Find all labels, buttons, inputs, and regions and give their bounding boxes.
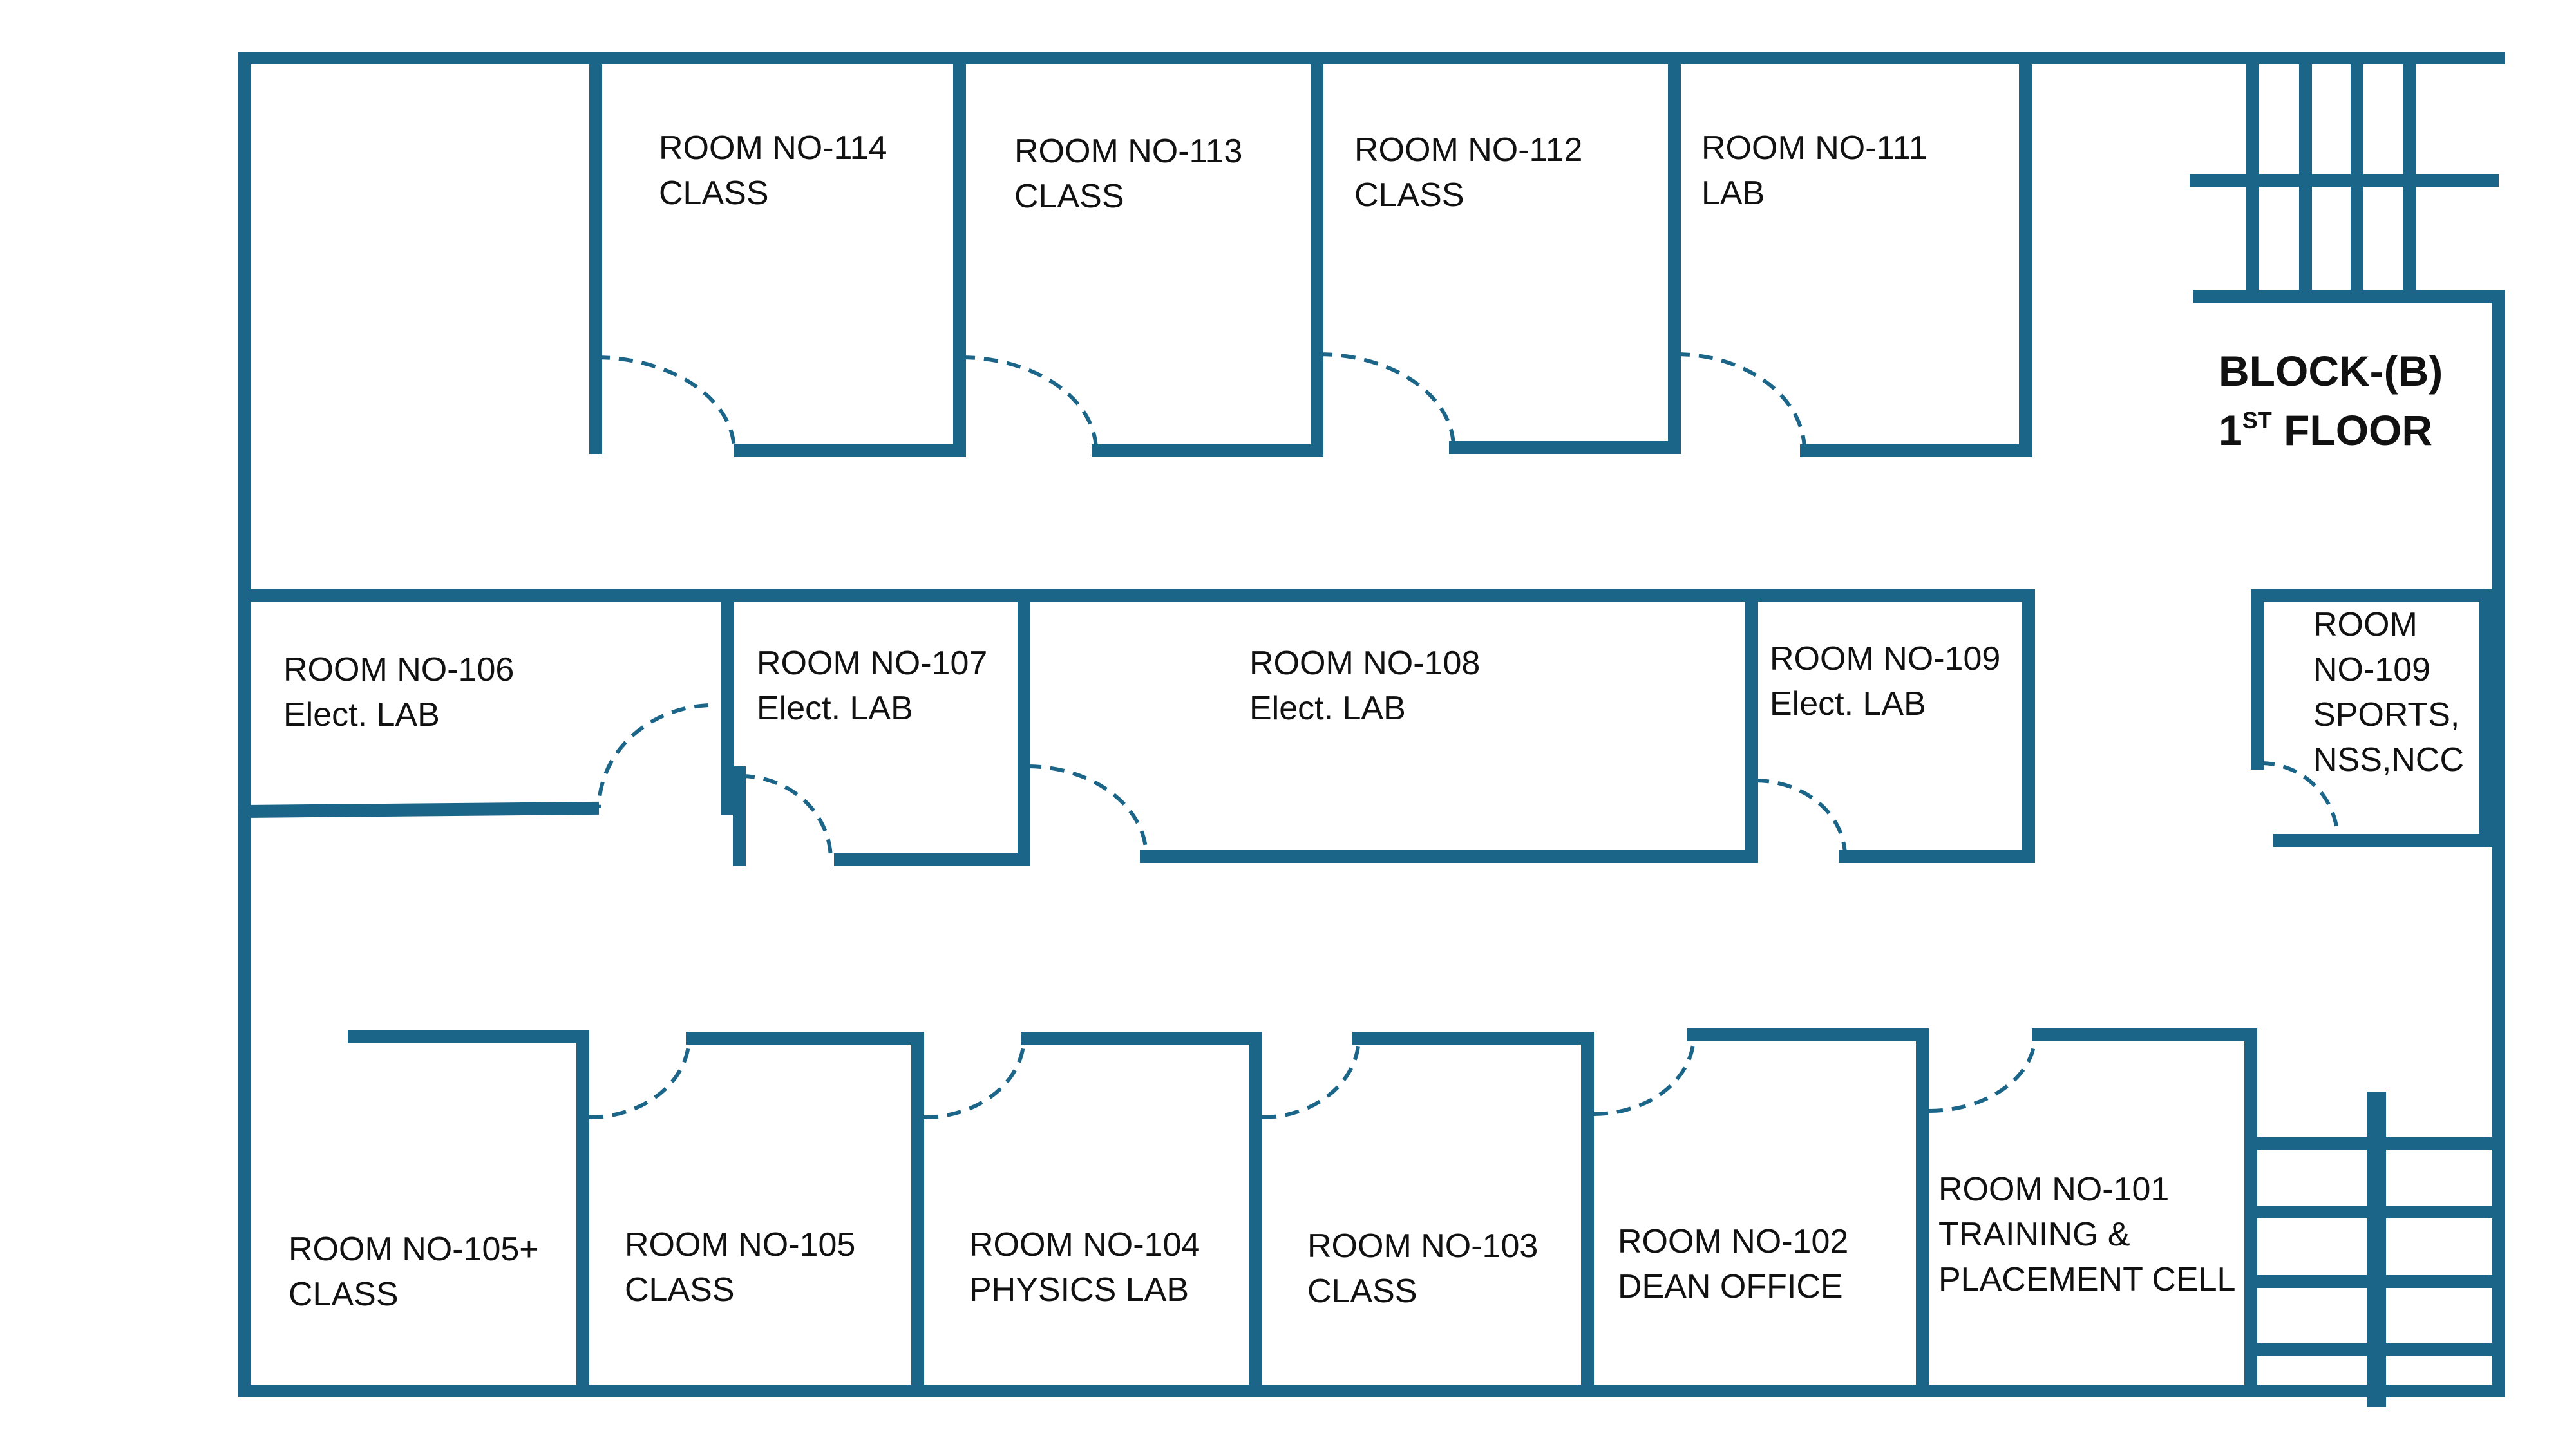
room-105-plus-label: ROOM NO-105+CLASS (289, 1231, 539, 1313)
floor-label: 1ST FLOOR (2219, 406, 2433, 454)
middle-row-walls (238, 589, 2035, 866)
sports-room-walls (2251, 589, 2499, 847)
block-title: BLOCK-(B) 1ST FLOOR (2219, 341, 2443, 460)
block-name: BLOCK-(B) (2219, 347, 2443, 395)
stairs-top (2190, 58, 2505, 303)
top-row-walls (589, 52, 2032, 457)
stairs-bottom (2251, 1092, 2499, 1407)
door-swings (589, 352, 2340, 1119)
